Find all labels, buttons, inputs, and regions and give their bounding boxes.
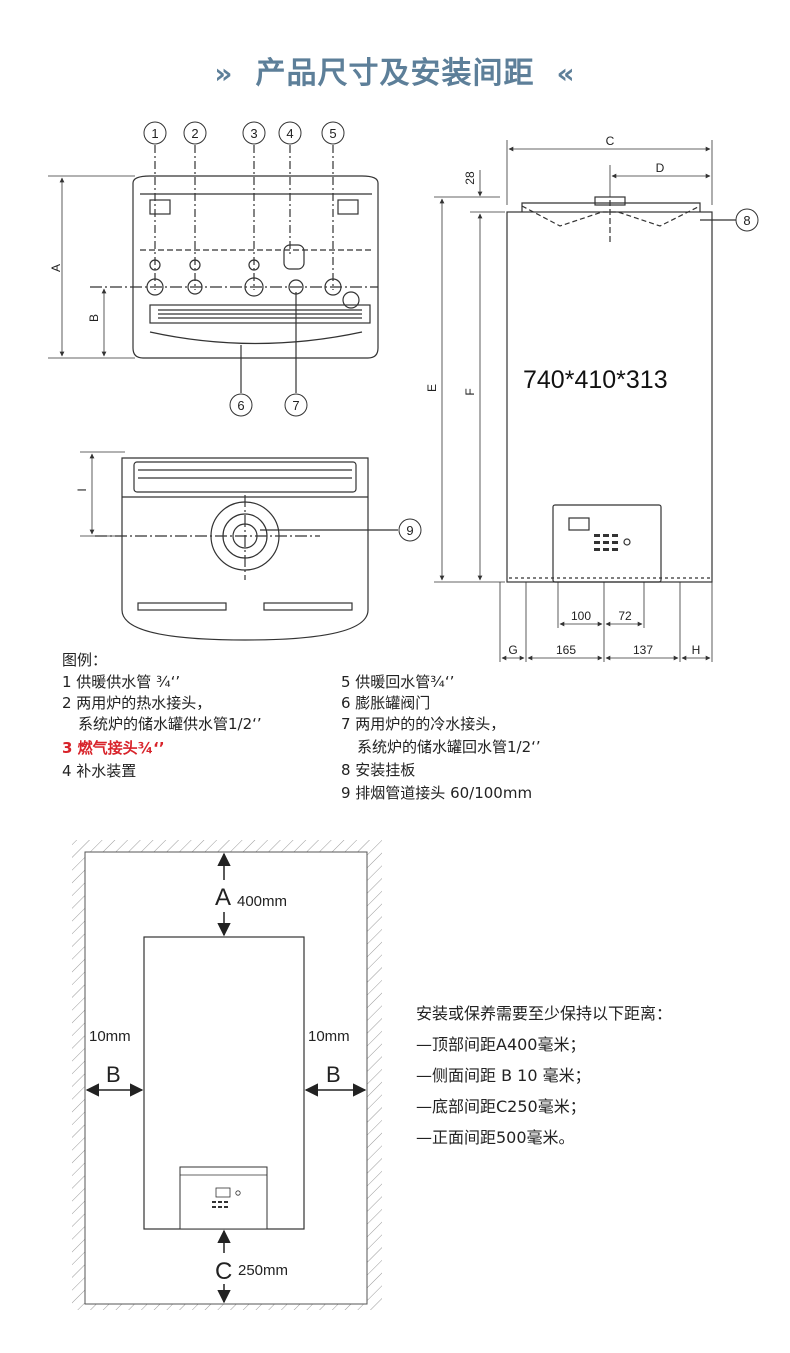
legend-title: 图例： xyxy=(62,651,108,669)
legend-item-6: 6 膨胀罐阀门 xyxy=(341,694,431,712)
callout-4: 4 xyxy=(286,126,293,141)
callout-9-circle xyxy=(398,518,422,542)
dim-i-label: I xyxy=(75,488,89,491)
dim-165-label: 165 xyxy=(556,643,576,657)
callout-9: 9 xyxy=(406,523,413,538)
page-title: » 产品尺寸及安装间距 « xyxy=(0,48,790,92)
clearance-b-left-value: 10mm xyxy=(89,1028,131,1045)
requirement-side: —侧面间距 B 10 毫米； xyxy=(416,1066,591,1085)
front-view-drawing xyxy=(434,140,736,662)
dim-72-label: 72 xyxy=(618,609,632,623)
requirement-bottom: —底部间距C250毫米； xyxy=(416,1097,586,1116)
legend-item-2-cont: 系统炉的储水罐供水管1/2‘’ xyxy=(78,715,262,733)
bottom-view-drawing xyxy=(48,145,379,393)
dim-d-label: D xyxy=(656,161,665,175)
requirement-top: —顶部间距A400毫米； xyxy=(416,1035,586,1054)
legend-item-4: 4 补水装置 xyxy=(62,762,137,780)
clearance-b-right-value: 10mm xyxy=(308,1028,350,1045)
callout-5: 5 xyxy=(329,126,336,141)
legend-item-7-cont: 系统炉的储水罐回水管1/2‘’ xyxy=(357,738,541,756)
dim-e-label: E xyxy=(425,384,439,392)
callout-6: 6 xyxy=(237,398,244,413)
callout-7-circle xyxy=(284,393,308,417)
callout-1: 1 xyxy=(151,126,158,141)
requirements-title: 安装或保养需要至少保持以下距离： xyxy=(416,1004,673,1023)
dim-100-label: 100 xyxy=(571,609,591,623)
legend-item-5: 5 供暖回水管¾‘’ xyxy=(341,673,455,691)
callout-2: 2 xyxy=(191,126,198,141)
callout-1-circle xyxy=(143,121,167,145)
legend-item-7: 7 两用炉的的冷水接头， xyxy=(341,715,506,733)
legend-item-2: 2 两用炉的热水接头， xyxy=(62,694,212,712)
callout-7: 7 xyxy=(292,398,299,413)
dim-g-label: G xyxy=(508,643,517,657)
clearance-c-value: 250mm xyxy=(238,1262,288,1279)
clearance-b-left-letter: B xyxy=(106,1062,121,1087)
dim-28-label: 28 xyxy=(463,171,477,185)
clearance-c-letter: C xyxy=(215,1258,232,1285)
callout-3: 3 xyxy=(250,126,257,141)
legend-item-1: 1 供暖供水管 ¾‘’ xyxy=(62,673,181,691)
legend-item-3: 3 燃气接头¾‘’ xyxy=(62,739,165,757)
clearance-a-letter: A xyxy=(215,884,231,911)
chevron-right-icon: » xyxy=(214,57,234,90)
clearance-diagram: A 400mm C 250mm 10mm 10mm B B xyxy=(72,840,382,1310)
page-title-text: 产品尺寸及安装间距 xyxy=(255,56,535,91)
dim-c-label: C xyxy=(606,134,615,148)
clearance-a-value: 400mm xyxy=(237,893,287,910)
chevron-left-icon: « xyxy=(556,57,576,90)
requirement-front: —正面间距500毫米。 xyxy=(416,1128,575,1147)
top-view-drawing xyxy=(80,451,398,641)
dim-b-label: B xyxy=(87,314,101,322)
callout-4-circle xyxy=(278,121,302,145)
clearance-b-right-letter: B xyxy=(326,1062,341,1087)
callout-8-circle xyxy=(735,208,759,232)
size-label: 740*410*313 xyxy=(523,366,668,394)
callout-2-circle xyxy=(183,121,207,145)
callout-8: 8 xyxy=(743,213,750,228)
callout-circles xyxy=(143,121,759,542)
dim-137-label: 137 xyxy=(633,643,653,657)
callout-3-circle xyxy=(242,121,266,145)
callout-5-circle xyxy=(321,121,345,145)
dim-a-label: A xyxy=(49,264,63,272)
legend-item-9: 9 排烟管道接头 60/100mm xyxy=(341,784,533,802)
legend-item-8: 8 安装挂板 xyxy=(341,761,416,779)
dim-h-label: H xyxy=(692,643,701,657)
dim-f-label: F xyxy=(463,388,477,395)
callout-6-circle xyxy=(229,393,253,417)
